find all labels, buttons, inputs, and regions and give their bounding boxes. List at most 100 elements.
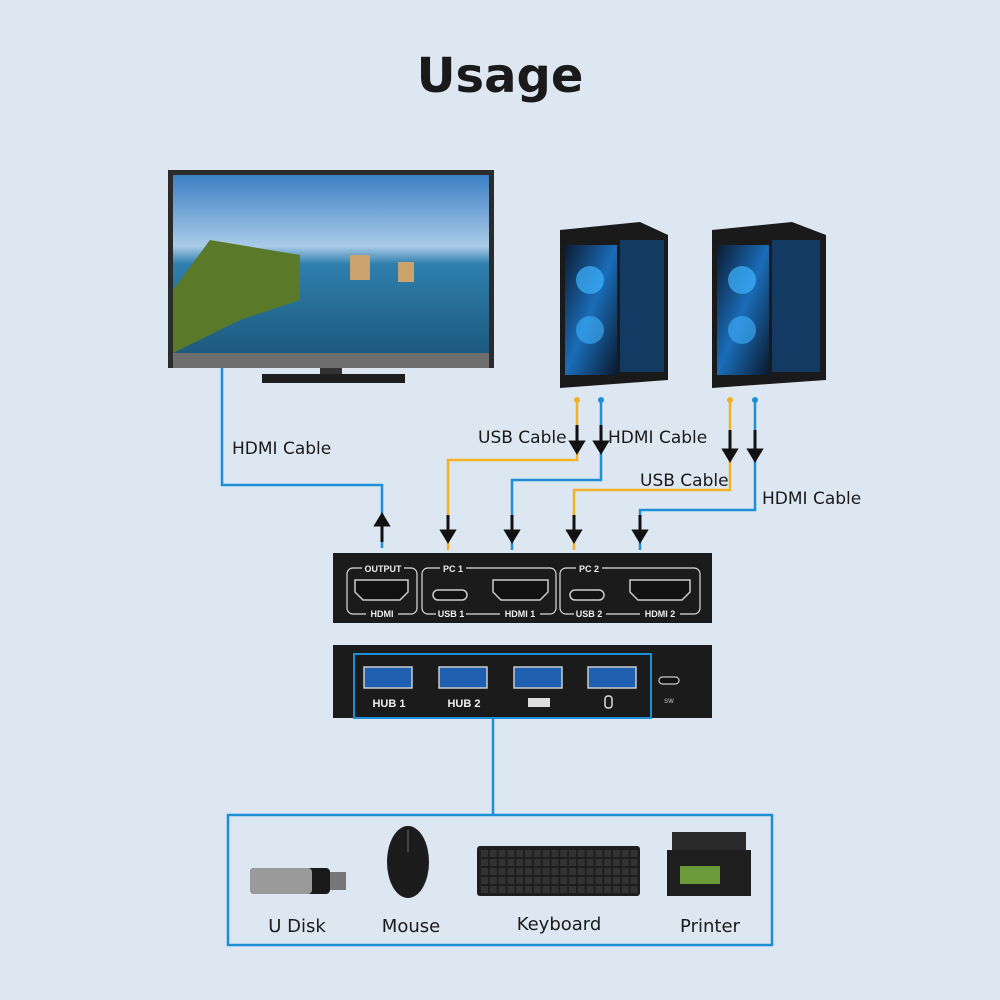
pc-2 (712, 222, 826, 388)
keyboard-key (569, 868, 576, 875)
keyboard-key (498, 877, 506, 884)
tv-hdmi-cable-label: HDMI Cable (232, 439, 331, 459)
hub1-port-label: HUB 1 (372, 698, 405, 710)
keyboard-key (569, 877, 576, 884)
keyboard-key (551, 868, 559, 875)
keyboard-key (595, 859, 603, 866)
keyboard-key (577, 868, 585, 875)
keyboard-key (569, 850, 576, 857)
keyboard-key (630, 877, 638, 884)
keyboard-key (569, 859, 576, 866)
keyboard-key (507, 886, 515, 893)
keyboard-key (613, 886, 620, 893)
pc-1 (560, 222, 668, 388)
keyboard-key (586, 877, 594, 884)
keyboard-key (577, 886, 585, 893)
keyboard-key (577, 850, 585, 857)
device-label-printer: Printer (680, 916, 740, 937)
keyboard-key (604, 859, 612, 866)
keyboard-key (516, 859, 524, 866)
keyboard-key (613, 850, 620, 857)
keyboard-key (507, 850, 515, 857)
keyboard-key (604, 850, 612, 857)
keyboard-key (621, 850, 629, 857)
keyboard-port-icon (528, 698, 550, 707)
keyboard-icon (477, 846, 640, 896)
kvm-switch-front: HUB 1 HUB 2 SW (333, 645, 712, 719)
keyboard-key (595, 850, 603, 857)
keyboard-key (516, 886, 524, 893)
keyboard-key (630, 886, 638, 893)
keyboard-key (525, 850, 532, 857)
keyboard-key (621, 859, 629, 866)
keyboard-key (481, 877, 488, 884)
keyboard-key (542, 850, 550, 857)
keyboard-key (551, 886, 559, 893)
hdmi1-port-label: HDMI 1 (505, 609, 536, 619)
mouse-port-icon (604, 695, 613, 709)
keyboard-key (481, 886, 488, 893)
keyboard-key (516, 850, 524, 857)
keyboard-key (533, 886, 541, 893)
keyboard-key (533, 859, 541, 866)
keyboard-key (551, 859, 559, 866)
keyboard-key (533, 868, 541, 875)
pc1-hdmi-cable-label: HDMI Cable (608, 428, 707, 448)
device-label-keyboard: Keyboard (517, 914, 602, 935)
keyboard-key (489, 886, 497, 893)
keyboard-key (507, 868, 515, 875)
mouse-icon (387, 826, 429, 898)
keyboard-key (481, 859, 488, 866)
keyboard-key (516, 877, 524, 884)
keyboard-key (542, 877, 550, 884)
sw-port-label: SW (664, 699, 674, 705)
keyboard-key (498, 886, 506, 893)
keyboard-key (560, 859, 568, 866)
device-label-mouse: Mouse (382, 916, 440, 937)
keyboard-key (621, 868, 629, 875)
pc2-group-label: PC 2 (579, 564, 599, 574)
keyboard-key (621, 886, 629, 893)
keyboard-key (542, 886, 550, 893)
keyboard-key (533, 877, 541, 884)
keyboard-key (586, 850, 594, 857)
pc2-hdmi-cable-label: HDMI Cable (762, 489, 861, 509)
keyboard-key (560, 850, 568, 857)
usb-disk-icon (250, 868, 346, 894)
keyboard-key (613, 877, 620, 884)
device-label-u-disk: U Disk (268, 916, 326, 937)
keyboard-key (489, 850, 497, 857)
keyboard-key (481, 850, 488, 857)
pc1-hdmi-cable (510, 400, 603, 550)
page-title: Usage (416, 48, 584, 104)
keyboard-key (586, 886, 594, 893)
keyboard-key (489, 859, 497, 866)
keyboard-key (542, 868, 550, 875)
pc1-group-label: PC 1 (443, 564, 463, 574)
keyboard-key (595, 868, 603, 875)
keyboard-key (604, 868, 612, 875)
pc1-usb-cable-label: USB Cable (478, 428, 567, 448)
keyboard-key (525, 886, 532, 893)
keyboard-key (604, 877, 612, 884)
keyboard-key (533, 850, 541, 857)
printer-icon (667, 832, 751, 896)
keyboard-key (516, 868, 524, 875)
keyboard-key (577, 877, 585, 884)
keyboard-key (630, 868, 638, 875)
keyboard-key (498, 850, 506, 857)
keyboard-key (551, 850, 559, 857)
pc2-usb-cable-label: USB Cable (640, 471, 729, 491)
keyboard-key (507, 859, 515, 866)
keyboard-key (604, 886, 612, 893)
keyboard-key (577, 859, 585, 866)
hub2-port-label: HUB 2 (447, 698, 480, 710)
keyboard-key (569, 886, 576, 893)
monitor (168, 170, 494, 383)
keyboard-key (595, 886, 603, 893)
output-group-label: OUTPUT (365, 564, 403, 574)
keyboard-key (507, 877, 515, 884)
keyboard-key (542, 859, 550, 866)
keyboard-key (525, 877, 532, 884)
